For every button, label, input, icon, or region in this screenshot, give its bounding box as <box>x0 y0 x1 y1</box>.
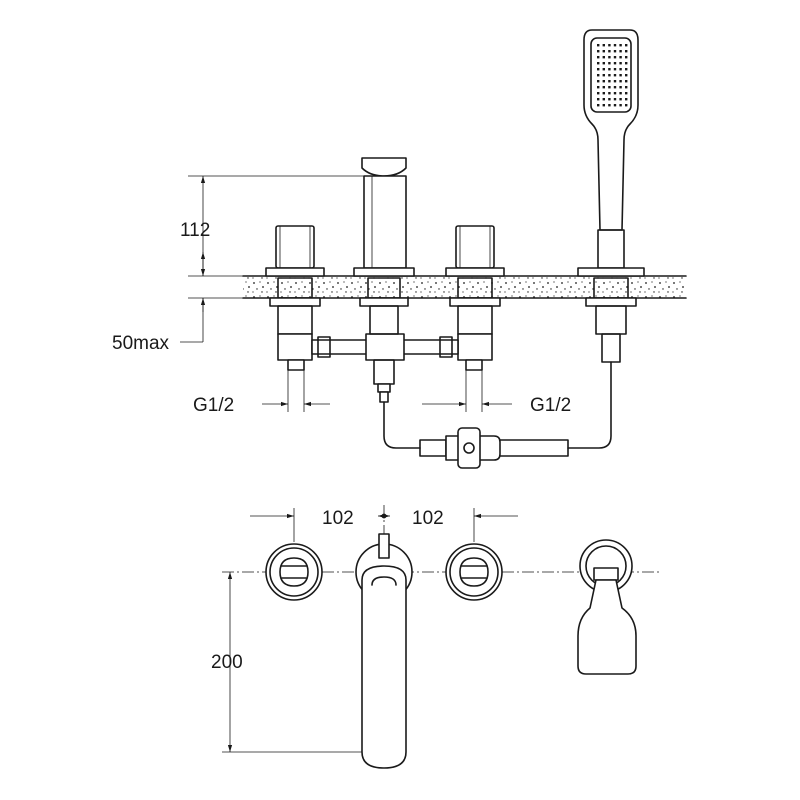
dimension-112-label: 112 <box>180 220 210 241</box>
nozzle-dot <box>619 74 622 77</box>
nozzle-dot <box>619 80 622 83</box>
nozzle-dot <box>608 92 611 95</box>
nozzle-dot <box>613 80 617 83</box>
nozzle-dot <box>619 68 622 71</box>
right-handle-plan <box>445 543 503 601</box>
nozzle-dot <box>613 86 617 89</box>
nozzle-dot <box>613 104 617 107</box>
nozzle-dot <box>597 92 600 95</box>
nozzle-dot <box>608 104 611 107</box>
nozzle-dot <box>608 98 611 101</box>
nozzle-dot <box>613 98 617 101</box>
nozzle-dot <box>613 62 617 65</box>
shower-hose <box>383 361 612 469</box>
nozzle-dot <box>619 86 622 89</box>
nozzle-dot <box>597 44 600 47</box>
nozzle-dot <box>619 50 622 53</box>
nozzle-dot <box>602 80 605 83</box>
nozzle-dot <box>619 62 622 65</box>
nozzle-dot <box>613 44 617 47</box>
left-valve <box>265 225 325 371</box>
nozzle-dot <box>625 50 628 53</box>
nozzle-dot <box>597 80 600 83</box>
dimension-102-right-label: 102 <box>412 508 444 529</box>
nozzle-dot <box>608 62 611 65</box>
nozzle-dot <box>602 50 605 53</box>
nozzle-dot <box>608 44 611 47</box>
nozzle-dot <box>619 44 622 47</box>
dimension-g12-left-label: G1/2 <box>193 395 234 416</box>
dimension-g12-left: G1/2 <box>193 370 330 416</box>
left-handle-plan <box>265 543 323 601</box>
nozzle-dot <box>625 92 628 95</box>
dimension-102-pair: 102 102 <box>250 508 518 542</box>
dimension-50max: 50max <box>112 252 243 354</box>
front-elevation: 112 50max G1/2 G1/2 <box>112 29 687 469</box>
dimension-g12-right: G1/2 <box>422 370 571 416</box>
hand-shower-plan <box>577 539 637 675</box>
nozzle-dot <box>625 98 628 101</box>
nozzle-dot <box>613 68 617 71</box>
nozzle-dot <box>597 86 600 89</box>
nozzle-dot <box>625 44 628 47</box>
dimension-g12-right-label: G1/2 <box>530 395 571 416</box>
deck-section <box>242 275 687 299</box>
hand-shower <box>577 29 645 363</box>
nozzle-dot <box>597 50 600 53</box>
nozzle-dot <box>613 50 617 53</box>
dimension-200-label: 200 <box>211 652 243 673</box>
nozzle-dot <box>608 74 611 77</box>
dimension-50max-label: 50max <box>112 333 170 354</box>
nozzle-dot <box>602 86 605 89</box>
spout-plan <box>355 533 413 769</box>
nozzle-dot <box>597 104 600 107</box>
nozzle-dot <box>597 62 600 65</box>
nozzle-dot <box>619 92 622 95</box>
connection-pipe <box>311 333 459 361</box>
nozzle-dot <box>613 92 617 95</box>
nozzle-dot <box>608 50 611 53</box>
nozzle-dot <box>602 98 605 101</box>
nozzle-dot <box>625 68 628 71</box>
nozzle-dot <box>602 56 605 59</box>
nozzle-dot <box>619 104 622 107</box>
nozzle-dot <box>602 62 605 65</box>
nozzle-dot <box>597 56 600 59</box>
nozzle-dot <box>625 74 628 77</box>
plan-view: 102 102 200 <box>211 505 660 769</box>
nozzle-dot <box>602 68 605 71</box>
nozzle-dot <box>597 98 600 101</box>
dimension-112: 112 <box>180 175 364 277</box>
nozzle-dot <box>602 104 605 107</box>
nozzle-dot <box>602 92 605 95</box>
nozzle-dot <box>613 56 617 59</box>
nozzle-dot <box>602 44 605 47</box>
dimension-200: 200 <box>211 572 362 753</box>
nozzle-dot <box>613 74 617 77</box>
nozzle-dot <box>608 56 611 59</box>
nozzle-dot <box>608 80 611 83</box>
nozzle-dot <box>625 80 628 83</box>
right-valve <box>445 225 505 371</box>
nozzle-dot <box>597 68 600 71</box>
nozzle-dot <box>619 56 622 59</box>
dimension-102-left-label: 102 <box>322 508 354 529</box>
nozzle-dot <box>625 62 628 65</box>
nozzle-dot <box>597 74 600 77</box>
nozzle-dot <box>625 104 628 107</box>
nozzle-dot <box>625 56 628 59</box>
nozzle-dot <box>608 68 611 71</box>
nozzle-dot <box>619 98 622 101</box>
nozzle-dot <box>608 86 611 89</box>
nozzle-dot <box>602 74 605 77</box>
nozzle-dot <box>625 86 628 89</box>
